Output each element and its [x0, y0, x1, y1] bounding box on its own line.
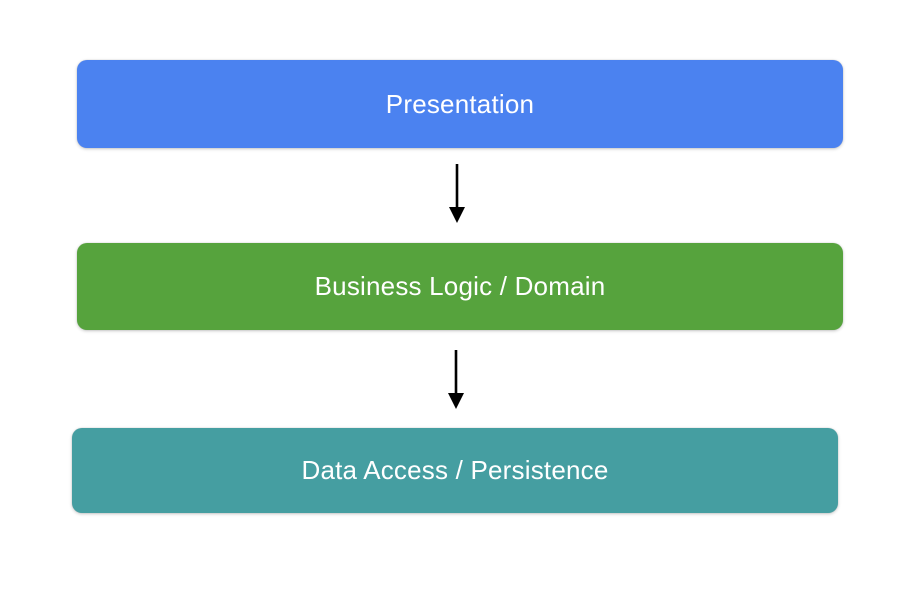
- layer-box-presentation: Presentation: [77, 60, 843, 148]
- layer-label-data-access: Data Access / Persistence: [301, 455, 609, 485]
- down-arrow-icon: [448, 350, 464, 409]
- layer-label-business-logic: Business Logic / Domain: [314, 271, 606, 301]
- layer-box-business-logic: Business Logic / Domain: [77, 243, 843, 330]
- layer-box-data-access: Data Access / Persistence: [72, 428, 838, 513]
- down-arrow-icon: [449, 164, 465, 223]
- layer-label-presentation: Presentation: [385, 88, 535, 119]
